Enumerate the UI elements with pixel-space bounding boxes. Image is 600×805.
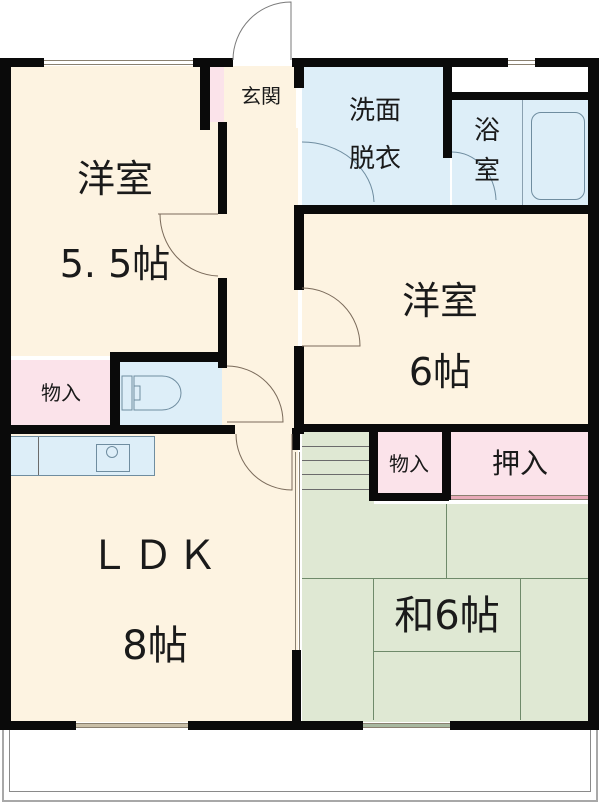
western-room-b-label: 洋室 (401, 279, 478, 323)
sink-icon (96, 444, 130, 472)
counter-divider (38, 437, 39, 475)
white-strip (452, 67, 588, 92)
western-room-a-label: 洋室 (76, 157, 153, 201)
entrance-door-icon (232, 1, 292, 61)
wall-bottom-mid (188, 721, 363, 730)
bath-divider (522, 100, 523, 205)
stair-step (302, 489, 374, 490)
wall-bath-top (443, 92, 599, 100)
wall-room-a-right-bot (218, 278, 227, 368)
tatami-line (373, 578, 374, 720)
storage-left-floor (10, 360, 112, 426)
bathroom-label-2: 室 (473, 156, 500, 186)
tatami-line (373, 651, 521, 652)
hallway-floor (222, 128, 298, 433)
western-room-b-floor (302, 212, 590, 426)
wall-room-a-right-top (218, 122, 227, 214)
room-b-door-icon (301, 287, 361, 347)
wall-hall-right (294, 205, 304, 290)
bath-door-icon (451, 151, 497, 201)
wall-storage-small-bottom (369, 493, 449, 501)
window-bottom-washitsu (363, 723, 450, 728)
closet-label: 押入 (491, 447, 548, 480)
balcony (2, 728, 598, 802)
western-room-a-size: 5. 5帖 (59, 242, 171, 286)
toilet-icon (121, 375, 182, 411)
wall-hall-right-top (294, 58, 304, 88)
wall-top-right2 (535, 58, 599, 67)
wall-storage-top (110, 352, 227, 362)
bathtub-icon (531, 112, 585, 200)
storage-small-label: 物入 (389, 452, 429, 476)
closet-sliding-door (451, 495, 588, 500)
wall-closet-left (442, 428, 451, 500)
shoe-storage (208, 66, 224, 122)
wall-left (0, 58, 11, 730)
ldk-size: 8帖 (122, 623, 188, 669)
wall-ldk-right-bot (292, 650, 301, 730)
wall-bottom-left (0, 721, 76, 730)
wall-storage-div (110, 352, 120, 432)
washroom-door-icon (301, 141, 375, 203)
storage-small-floor (378, 430, 442, 496)
wall-bottom-right (450, 721, 599, 730)
wall-wash-bottom (294, 205, 599, 214)
entrance-label: 玄関 (241, 84, 281, 108)
ldk-washitsu-sliding-door (295, 452, 300, 650)
wall-entrance-left (200, 58, 210, 130)
wall-storage-small-left (369, 428, 378, 500)
stair-step (302, 474, 374, 475)
wall-ldk-right-top (292, 428, 300, 450)
tatami-line (446, 504, 447, 578)
washroom-label-1: 洗面 (348, 96, 401, 126)
stair-step (302, 460, 374, 461)
wall-right (588, 58, 599, 730)
wall-hall-right-bot (294, 346, 304, 434)
bathroom-label-1: 浴 (473, 116, 500, 146)
wall-top-left2 (193, 58, 233, 67)
japanese-room-label: 和6帖 (394, 593, 500, 639)
bathroom-floor (452, 98, 590, 206)
faucet-icon (106, 446, 118, 458)
tatami-line (302, 578, 590, 579)
window-bottom-ldk (76, 723, 188, 728)
toilet-floor (120, 360, 222, 426)
kitchen-counter (10, 436, 155, 476)
wall-ldk-top (0, 425, 235, 434)
stair-step (302, 446, 374, 447)
stairs-area (302, 430, 374, 506)
ldk-floor (10, 432, 298, 722)
closet-floor (450, 432, 590, 498)
storage-left-label: 物入 (41, 381, 81, 405)
entrance-floor (224, 66, 296, 128)
balcony-inner-rail (9, 728, 591, 792)
ldk-label: ＬＤＫ (89, 533, 221, 579)
wall-top-right (292, 58, 508, 67)
washroom-floor (302, 66, 450, 206)
washroom-label-2: 脱衣 (348, 144, 401, 174)
wall-top-left (0, 58, 44, 67)
room-a-door-icon (158, 213, 219, 277)
window-top-bath (508, 60, 535, 65)
toilet-door-icon (226, 365, 284, 423)
wall-wash-bath (443, 58, 452, 158)
ldk-door-icon (235, 433, 293, 491)
western-room-b-size: 6帖 (408, 350, 472, 394)
western-room-a-floor (10, 66, 224, 356)
window-top-left (44, 60, 193, 65)
tatami-line (520, 578, 521, 720)
